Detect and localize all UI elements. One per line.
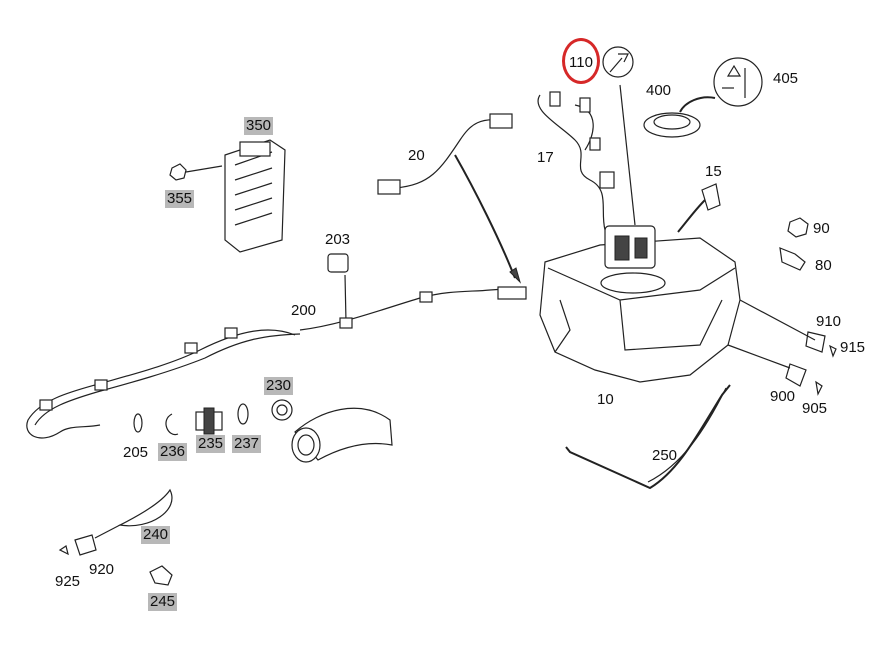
- fuel-tank-10: [539, 237, 741, 383]
- label-15[interactable]: 15: [705, 163, 722, 180]
- cable-240: [118, 488, 173, 527]
- oring-205: [133, 413, 143, 433]
- valve-15: [677, 183, 721, 233]
- rivet-915: [829, 344, 837, 358]
- label-405[interactable]: 405: [773, 70, 799, 87]
- harness-17: [537, 94, 606, 231]
- bumper-900: [785, 363, 807, 387]
- clip-236: [165, 413, 179, 436]
- label-250[interactable]: 250: [652, 447, 678, 464]
- label-235[interactable]: 235: [196, 435, 226, 453]
- label-17[interactable]: 17: [537, 149, 554, 166]
- bumper-920: [74, 534, 97, 556]
- clamp-230: [271, 399, 293, 421]
- label-230[interactable]: 230: [264, 377, 294, 395]
- label-900[interactable]: 900: [770, 388, 796, 405]
- label-350[interactable]: 350: [244, 117, 274, 135]
- bumper-910: [805, 331, 826, 353]
- control-unit-350: [224, 139, 286, 253]
- label-90[interactable]: 90: [813, 220, 830, 237]
- label-915[interactable]: 915: [840, 339, 866, 356]
- nut-90: [787, 217, 809, 238]
- label-905[interactable]: 905: [802, 400, 828, 417]
- label-925[interactable]: 925: [55, 573, 81, 590]
- strap-250: [565, 384, 731, 490]
- line-200: [299, 287, 521, 331]
- connector-235: [195, 407, 223, 435]
- oring-237: [237, 403, 249, 425]
- label-400[interactable]: 400: [646, 82, 672, 99]
- label-110[interactable]: 110: [569, 54, 593, 71]
- label-910[interactable]: 910: [816, 313, 842, 330]
- bracket-80: [779, 247, 806, 271]
- line-20: [394, 119, 511, 189]
- rivet-925: [58, 545, 69, 556]
- label-240[interactable]: 240: [141, 526, 171, 544]
- fuel-pump-module-110: [604, 84, 656, 269]
- wrench-icon: [602, 46, 634, 78]
- label-200[interactable]: 200: [291, 302, 317, 319]
- label-10[interactable]: 10: [597, 391, 614, 408]
- label-80[interactable]: 80: [815, 257, 832, 274]
- clip-245: [149, 565, 173, 586]
- label-920[interactable]: 920: [89, 561, 115, 578]
- clip-203: [327, 253, 349, 323]
- warning-label-icon: [713, 57, 763, 107]
- label-237[interactable]: 237: [232, 435, 262, 453]
- filler-hose: [291, 407, 393, 463]
- label-245[interactable]: 245: [148, 593, 178, 611]
- highlight-circle: [562, 38, 600, 84]
- rivet-905: [815, 380, 823, 396]
- label-236[interactable]: 236: [158, 443, 188, 461]
- screw-355: [169, 163, 223, 181]
- filler-cap-400: [643, 96, 716, 138]
- label-203[interactable]: 203: [325, 231, 351, 248]
- label-205[interactable]: 205: [123, 444, 149, 461]
- label-355[interactable]: 355: [165, 190, 195, 208]
- label-20[interactable]: 20: [408, 147, 425, 164]
